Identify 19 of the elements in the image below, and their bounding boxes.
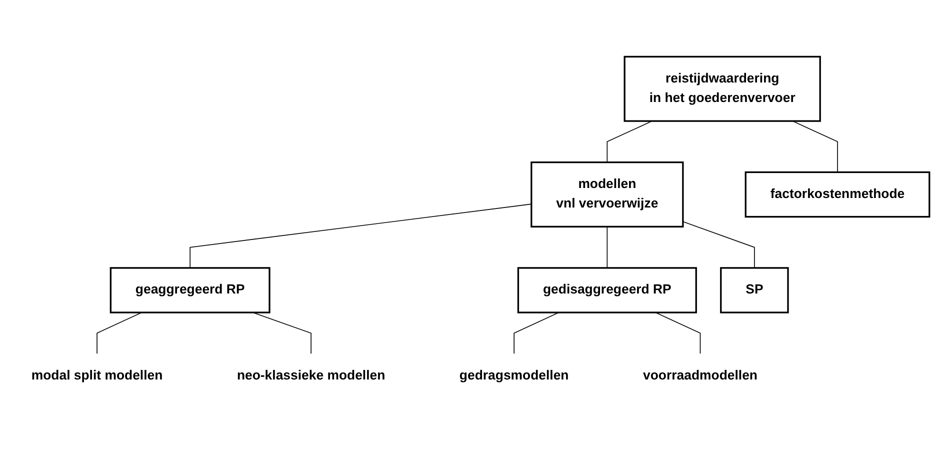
connector bbox=[606, 120, 653, 163]
connector bbox=[252, 312, 312, 354]
node-box: geaggregeerd RP bbox=[110, 267, 270, 314]
connector bbox=[606, 226, 608, 268]
node-box: reistijdwaardering in het goederenvervoer bbox=[624, 56, 821, 122]
node-text: neo-klassieke modellen bbox=[236, 368, 386, 383]
node-text: voorraadmodellen bbox=[643, 368, 758, 383]
node-text: modal split modellen bbox=[31, 368, 163, 383]
connector bbox=[682, 221, 755, 268]
node-box: SP bbox=[720, 267, 789, 314]
connector bbox=[655, 312, 701, 354]
node-box: gedisaggregeerd RP bbox=[517, 267, 697, 314]
node-box: factorkostenmethode bbox=[744, 171, 930, 218]
connector bbox=[96, 312, 142, 354]
node-box: modellen vnl vervoerwijze bbox=[530, 161, 684, 228]
connector bbox=[792, 120, 838, 173]
node-text: gedragsmodellen bbox=[459, 368, 569, 383]
connector bbox=[190, 204, 532, 268]
connector bbox=[514, 312, 560, 354]
